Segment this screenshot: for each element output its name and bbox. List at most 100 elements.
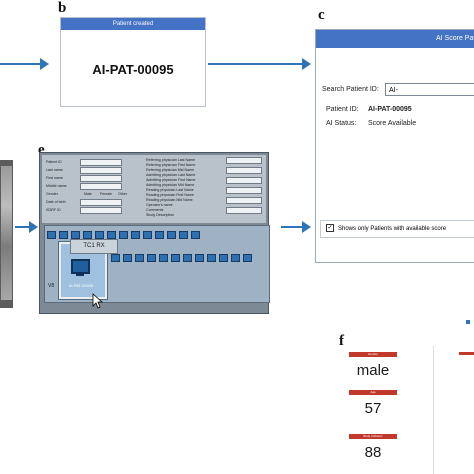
form-field[interactable]: [226, 197, 262, 204]
form-field[interactable]: [226, 167, 262, 174]
physician-label: Admitting physician First Name: [146, 178, 196, 182]
modality-workstation-screen: Patient ID Last name First name Middle n…: [39, 152, 270, 314]
monitor-icon[interactable]: [219, 254, 228, 262]
physician-label: Admitting physician Mid Name: [146, 183, 195, 187]
patient-id-label: Patient ID:: [326, 106, 359, 113]
form-label: Patient ID: [46, 160, 62, 164]
form-field[interactable]: [80, 199, 122, 206]
physician-label: Referring physician First Name: [146, 163, 196, 167]
physician-label: Reading physician Mid Name: [146, 198, 193, 202]
monitor-icon[interactable]: [183, 254, 192, 262]
search-patient-input[interactable]: AI-: [385, 83, 474, 96]
folder-icon[interactable]: [83, 231, 92, 239]
monitor-icon[interactable]: [123, 254, 132, 262]
dock-label: V8: [48, 283, 55, 289]
folder-icon[interactable]: [167, 231, 176, 239]
next-card-label: [459, 352, 474, 355]
xray-image: [1, 166, 12, 300]
monitor-icon[interactable]: [135, 254, 144, 262]
search-label: Search Patient ID:: [322, 86, 379, 93]
monitor-icon[interactable]: [231, 254, 240, 262]
folder-icon[interactable]: [179, 231, 188, 239]
form-field[interactable]: [226, 177, 262, 184]
exam-popup-title: TC1 RX: [70, 239, 118, 254]
physician-label: Referring physician Mid Name: [146, 168, 195, 172]
patient-created-dialog: Patient created AI-PAT-00095: [60, 17, 206, 107]
card-label-body-indicator: Body Indicator: [349, 434, 397, 439]
folder-icon[interactable]: [107, 231, 116, 239]
folder-icon[interactable]: [59, 231, 68, 239]
panel-e-letter: e: [38, 142, 45, 158]
folder-icon[interactable]: [143, 231, 152, 239]
form-field[interactable]: [80, 167, 122, 174]
gender-option[interactable]: Other: [118, 192, 127, 196]
card-value-age: 57: [364, 400, 382, 417]
form-label: First name: [46, 176, 63, 180]
panel-f-letter: f: [339, 333, 344, 349]
card-divider: [433, 346, 434, 474]
folder-icon[interactable]: [71, 231, 80, 239]
card-value-body-indicator: 88: [364, 444, 382, 461]
dialog-header: Patient created: [61, 18, 205, 30]
ai-status-label: AI Status:: [326, 120, 357, 127]
panel-a-scan-fragment: [0, 160, 13, 308]
card-label-gender: Gender: [349, 352, 397, 357]
form-label: Last name: [46, 168, 63, 172]
exam-popup-patient-id: AI-PAT-00095: [68, 283, 94, 288]
monitor-icon[interactable]: [111, 254, 120, 262]
physician-label: Comments: [146, 208, 164, 212]
form-field[interactable]: [226, 187, 262, 194]
gender-option[interactable]: Male: [84, 192, 92, 196]
physician-label: Admitting physician Last Name: [146, 173, 196, 177]
arrow-b-to-c-line: [208, 63, 302, 65]
arrow-e-to-c-line: [281, 226, 303, 228]
filter-checkbox[interactable]: ✓: [326, 224, 334, 233]
form-field[interactable]: [226, 157, 262, 164]
monitor-icon[interactable]: [171, 254, 180, 262]
monitor-icon[interactable]: [195, 254, 204, 262]
physician-label: Study Description: [146, 213, 175, 217]
form-field[interactable]: [80, 159, 122, 166]
arrow-a-to-e-head: [29, 221, 38, 233]
card-value-gender: male: [356, 362, 390, 379]
form-label: Middle name: [46, 184, 67, 188]
panel-c-letter: c: [318, 7, 325, 23]
filter-checkbox-label: Shows only Patients with available score: [338, 226, 447, 232]
monitor-stand: [76, 273, 84, 276]
form-label: IS3RF ID: [46, 208, 61, 212]
physician-label: Referring physician Last Name: [146, 158, 196, 162]
filter-row: ✓ Shows only Patients with available scor…: [320, 220, 474, 238]
panel-b-letter: b: [58, 0, 67, 16]
form-field[interactable]: [80, 183, 122, 190]
form-field[interactable]: [226, 207, 262, 214]
created-patient-id: AI-PAT-00095: [92, 62, 174, 77]
folder-icon[interactable]: [191, 231, 200, 239]
card-label-age: Age: [349, 390, 397, 395]
folder-icon[interactable]: [119, 231, 128, 239]
folder-icon[interactable]: [47, 231, 56, 239]
folder-icon[interactable]: [155, 231, 164, 239]
physician-label: Operator's name: [146, 203, 173, 207]
arrow-e-to-c-head: [302, 221, 311, 233]
arrow-a-to-e-line: [15, 226, 30, 228]
monitor-icon[interactable]: [243, 254, 252, 262]
mouse-cursor-icon: [92, 293, 104, 309]
form-label: Date of birth: [46, 200, 66, 204]
arrow-a-to-b-line: [0, 63, 40, 65]
next-panel-marker: [466, 320, 470, 324]
form-label: Gender: [46, 192, 58, 196]
ai-status-value: Score Available: [368, 120, 417, 127]
gender-option[interactable]: Female: [100, 192, 112, 196]
folder-icon[interactable]: [95, 231, 104, 239]
monitor-icon[interactable]: [207, 254, 216, 262]
form-field[interactable]: [80, 175, 122, 182]
folder-icon[interactable]: [131, 231, 140, 239]
monitor-icon[interactable]: [147, 254, 156, 262]
monitor-icon[interactable]: [159, 254, 168, 262]
patient-registration-form: Patient ID Last name First name Middle n…: [42, 155, 266, 223]
window-header: AI Score Pat: [316, 30, 474, 48]
form-field[interactable]: [80, 207, 122, 214]
physician-label: Reading physician Last Name: [146, 188, 194, 192]
patient-id-value: AI-PAT-00095: [368, 106, 412, 113]
arrow-a-to-b-head: [40, 58, 49, 70]
